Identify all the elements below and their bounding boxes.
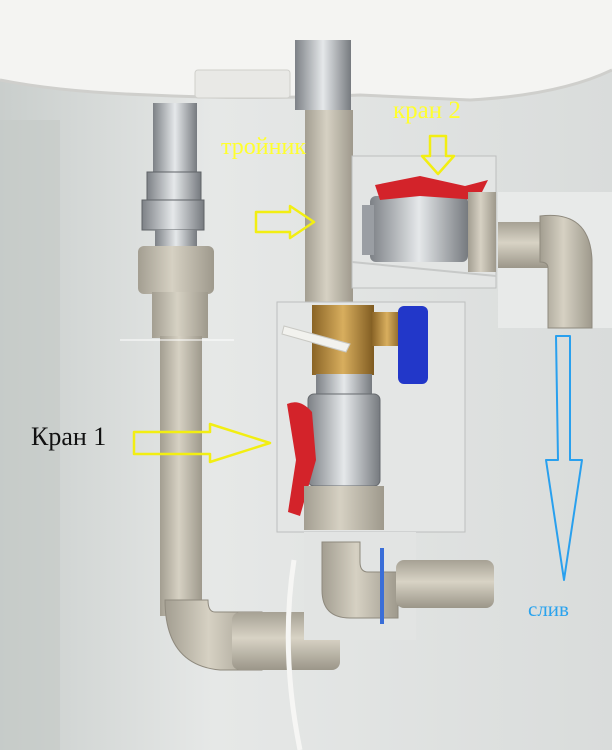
left-union <box>138 246 214 294</box>
blue-marker <box>380 548 384 624</box>
heater-label-plate <box>194 69 291 99</box>
left-coupling <box>152 292 208 338</box>
tap-1-union <box>304 486 384 530</box>
left-thread <box>155 230 197 248</box>
tee-side-outlet <box>372 312 402 346</box>
label-tee: тройник <box>221 134 306 160</box>
right-pipe <box>305 110 353 310</box>
right-nipple <box>295 40 351 110</box>
wall-outlet-pipe <box>396 560 494 608</box>
cable-tie <box>281 325 351 353</box>
label-tap-2: кран 2 <box>393 97 461 124</box>
label-drain: слив <box>528 597 569 621</box>
left-nut-lower <box>141 199 205 231</box>
arrow-tap-2 <box>420 134 456 176</box>
wall-elbow <box>304 532 494 640</box>
tap-1-handle <box>287 402 316 516</box>
label-tap-1: Кран 1 <box>31 422 107 451</box>
arrow-drain <box>545 335 583 581</box>
left-nipple <box>153 103 197 173</box>
inset-tap-2 <box>351 155 497 289</box>
arrow-tee <box>254 204 316 240</box>
wall-shadow <box>0 120 60 750</box>
tap-1-nut <box>316 374 372 394</box>
tap-2-nut <box>362 205 374 255</box>
tap-2-body <box>370 196 468 262</box>
arrow-tap-1 <box>132 422 272 464</box>
white-cable <box>285 559 303 750</box>
drain-elbow <box>539 214 593 329</box>
tap-1-body <box>307 393 381 487</box>
inset-tap-2-shelf <box>351 261 497 277</box>
drain-valve-blue-handle <box>398 306 428 384</box>
left-pipe <box>160 336 202 616</box>
tap-2-handle <box>375 176 488 200</box>
left-nut-upper <box>146 171 202 201</box>
tap-2-union <box>468 192 496 272</box>
inset-drain-elbow <box>498 192 612 329</box>
inset-tap-1 <box>276 301 466 533</box>
